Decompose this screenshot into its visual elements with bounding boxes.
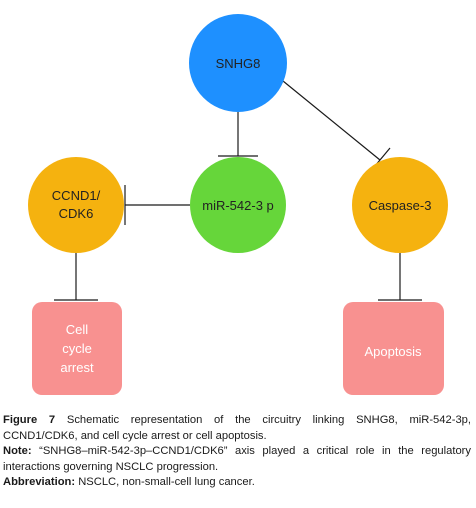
snhg8-circle [189,14,287,112]
figure-abbreviation: Abbreviation: NSCLC, non-small-cell lung… [3,475,471,491]
cell-cycle-arrest-label-line2: cycle [62,341,92,356]
figure-note: Note: “SNHG8–miR-542-3p–CCND1/CDK6” axis… [3,444,471,475]
cell-cycle-arrest-box [32,302,122,395]
snhg8-to-caspase-line [282,80,381,161]
figure-caption-main: Figure 7 Schematic representation of the… [3,413,471,444]
figure-number: Figure 7 [3,414,56,426]
connectors [54,80,422,301]
mir-542-3p-node: miR-542-3 p [190,157,286,253]
abbreviation-label: Abbreviation: [3,476,76,488]
caspase-3-label: Caspase-3 [369,198,432,213]
note-text: “SNHG8–miR-542-3p–CCND1/CDK6” axis playe… [3,445,471,473]
caspase-3-node: Caspase-3 [352,157,448,253]
ccnd1-cdk6-node: CCND1/ CDK6 [28,157,124,253]
snhg8-label: SNHG8 [216,56,261,71]
apoptosis-label: Apoptosis [364,344,422,359]
note-label: Note: [3,445,32,457]
snhg8-node: SNHG8 [189,14,287,112]
mir-542-3p-label: miR-542-3 p [202,198,274,213]
cell-cycle-arrest-node: Cell cycle arrest [32,302,122,395]
figure-description: Schematic representation of the circuitr… [3,414,471,442]
abbreviation-text: NSCLC, non-small-cell lung cancer. [75,476,255,488]
apoptosis-node: Apoptosis [343,302,444,395]
apoptosis-box [343,302,444,395]
figure-caption: Figure 7 Schematic representation of the… [3,413,471,491]
mir-542-3p-circle [190,157,286,253]
regulatory-diagram: SNHG8 CCND1/ CDK6 miR-542-3 p Caspase-3 … [28,14,448,395]
ccnd1-cdk6-label-line1: CCND1/ [52,188,101,203]
ccnd1-cdk6-circle [28,157,124,253]
cell-cycle-arrest-label-line1: Cell [66,322,89,337]
cell-cycle-arrest-label-line3: arrest [60,360,94,375]
caspase-3-circle [352,157,448,253]
ccnd1-cdk6-label-line2: CDK6 [59,206,94,221]
